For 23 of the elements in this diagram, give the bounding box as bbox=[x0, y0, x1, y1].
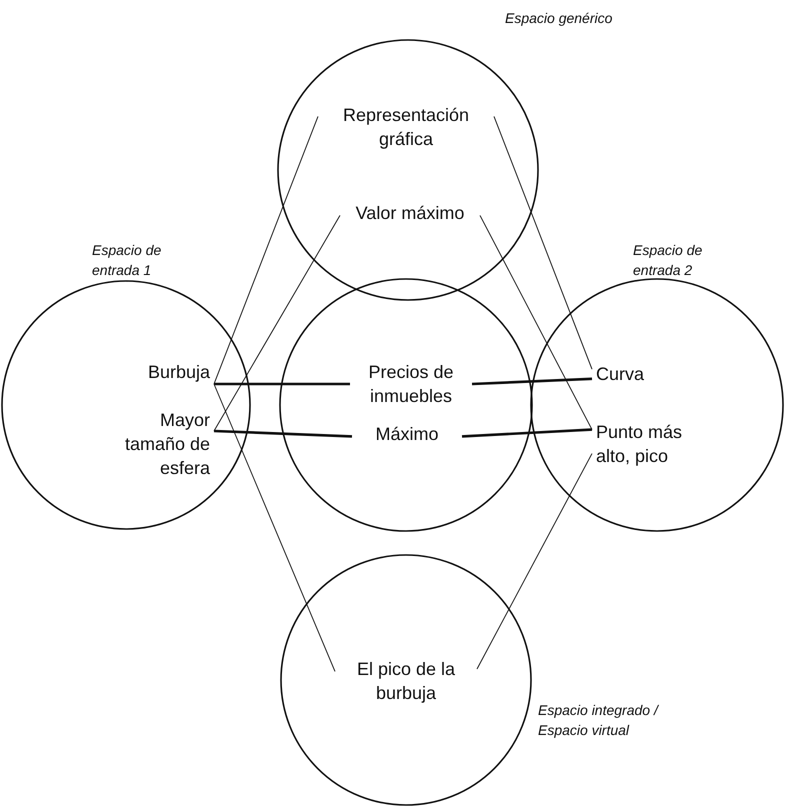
mapping-line bbox=[214, 384, 336, 672]
concept-label: Burbuja bbox=[110, 360, 214, 384]
mapping-line bbox=[476, 453, 592, 670]
mapping-line bbox=[214, 382, 350, 386]
concept-label: Representación gráfica bbox=[318, 103, 494, 151]
mapping-line bbox=[462, 428, 592, 438]
concept-label: Máximo bbox=[352, 422, 462, 446]
space-caption: Espacio de entrada 1 bbox=[92, 241, 162, 280]
concept-label: Punto más alto, pico bbox=[592, 420, 712, 468]
mapping-line bbox=[214, 116, 318, 384]
concept-label: El pico de la burbuja bbox=[335, 657, 477, 705]
concept-label: Valor máximo bbox=[340, 201, 480, 225]
mapping-line bbox=[214, 214, 340, 432]
mapping-line bbox=[472, 378, 592, 386]
mapping-line bbox=[494, 116, 592, 370]
concept-label: Curva bbox=[592, 362, 672, 386]
mapping-line bbox=[480, 214, 592, 430]
mapping-line bbox=[214, 430, 352, 438]
concept-label: Precios de inmuebles bbox=[350, 360, 472, 408]
space-caption: Espacio genérico bbox=[505, 9, 614, 28]
space-caption: Espacio integrado / Espacio virtual bbox=[538, 701, 660, 740]
concept-label: Mayor tamaño de esfera bbox=[104, 408, 214, 480]
space-caption: Espacio de entrada 2 bbox=[633, 241, 704, 280]
